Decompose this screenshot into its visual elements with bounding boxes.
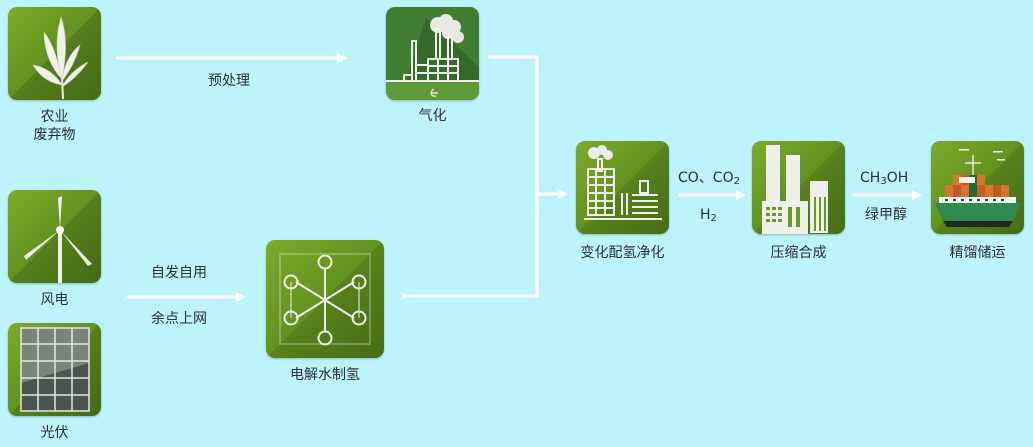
edge-label-pretreatment: 预处理: [208, 73, 250, 89]
compression-synthesis-label: 压缩合成: [770, 245, 827, 261]
storage-transport-label: 精馏储运: [949, 245, 1006, 261]
ch3oh-text-a: CH: [860, 170, 881, 186]
edge-label-self-use: 自发自用: [151, 265, 207, 281]
factory-icon: [386, 7, 479, 100]
cargo-ship-icon: [931, 141, 1024, 234]
industrial-towers-icon: [752, 141, 845, 234]
agri-waste-label-line1: 农业: [40, 109, 69, 125]
agri-waste-label-line2: 废弃物: [33, 127, 76, 143]
shift-purification-label: 变化配氢净化: [580, 245, 665, 261]
edge-label-co-co2: CO、CO2: [678, 169, 740, 191]
edge-label-ch3oh: CH3OH: [860, 169, 908, 191]
wind-label: 风电: [40, 292, 69, 308]
solar-label: 光伏: [40, 425, 69, 441]
edge-label-grid-surplus: 余点上网: [151, 311, 207, 327]
co-co2-text: CO、CO: [678, 170, 734, 186]
solar-panel-icon: [8, 323, 101, 416]
h2-subscript: 2: [710, 213, 717, 224]
co2-subscript: 2: [733, 176, 740, 187]
edge-label-green-methanol: 绿甲醇: [865, 207, 907, 223]
ch3oh-subscript: 3: [880, 176, 887, 187]
molecule-icon: [266, 240, 384, 358]
h2-text: H: [700, 207, 711, 223]
plant-building-icon: [576, 141, 669, 234]
gasification-label: 气化: [418, 108, 447, 124]
ch3oh-text-b: OH: [886, 170, 909, 186]
edge-label-h2: H2: [700, 206, 717, 228]
connector-gasification: [402, 55, 539, 298]
electrolysis-label: 电解水制氢: [290, 367, 360, 383]
leaf-icon: [8, 7, 101, 100]
wind-turbine-icon: [8, 190, 101, 283]
